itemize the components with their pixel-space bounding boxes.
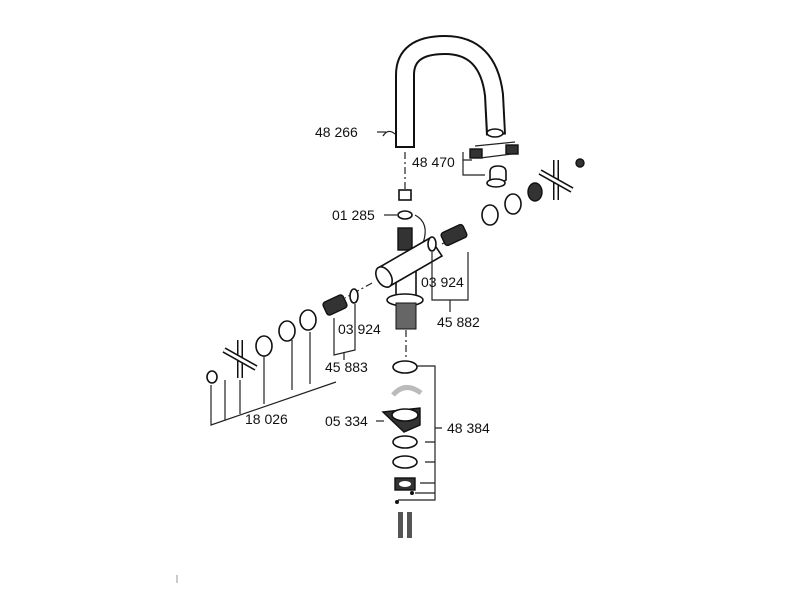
handle-right <box>538 160 574 200</box>
faucet-body <box>375 227 444 330</box>
cartridge-right <box>440 223 468 247</box>
label-18026: 18 026 <box>245 411 288 427</box>
handle-left <box>222 340 258 378</box>
label-48470: 48 470 <box>412 154 455 170</box>
label-45882: 45 882 <box>437 314 480 330</box>
spout <box>395 34 506 148</box>
label-05334: 05 334 <box>325 413 368 429</box>
cap-left <box>299 309 317 331</box>
spout-fixing <box>469 141 519 188</box>
label-45883: 45 883 <box>325 359 368 375</box>
cap-right <box>481 204 499 226</box>
label-48384: 48 384 <box>447 420 490 436</box>
label-03924-left: 03 924 <box>338 321 381 337</box>
seal-left <box>349 288 359 304</box>
label-01285: 01 285 <box>332 207 375 223</box>
mounting-set <box>381 360 423 538</box>
nut <box>398 189 412 201</box>
aerator-clip <box>382 130 396 137</box>
cartridge-left <box>322 294 348 316</box>
o-ring <box>397 210 413 220</box>
label-03924-right: 03 924 <box>421 274 464 290</box>
label-48266: 48 266 <box>315 124 358 140</box>
seal-right <box>427 236 437 252</box>
